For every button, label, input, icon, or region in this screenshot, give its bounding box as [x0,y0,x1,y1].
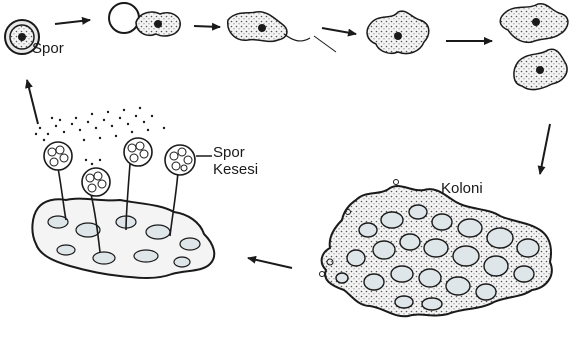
spore-label: Spor [32,40,64,57]
germinating-spore [109,3,180,36]
swarm-cell [228,12,336,52]
arrow-5 [540,124,550,174]
colony-plasmodium [320,180,552,317]
spore-sac-label: Spor Kesesi [213,144,258,178]
colony-label: Koloni [441,180,483,197]
spore-sac-label-line2: Kesesi [213,161,258,178]
dividing-amoebae [500,4,568,90]
arrow-3 [322,28,356,34]
arrow-1 [55,20,90,24]
amoeboid-cell [367,11,429,53]
arrow-2 [194,26,220,27]
spore-sac-label-line1: Spor [213,144,258,161]
fruiting-bodies [32,138,214,278]
arrow-7 [27,80,38,124]
arrow-6 [248,258,292,268]
